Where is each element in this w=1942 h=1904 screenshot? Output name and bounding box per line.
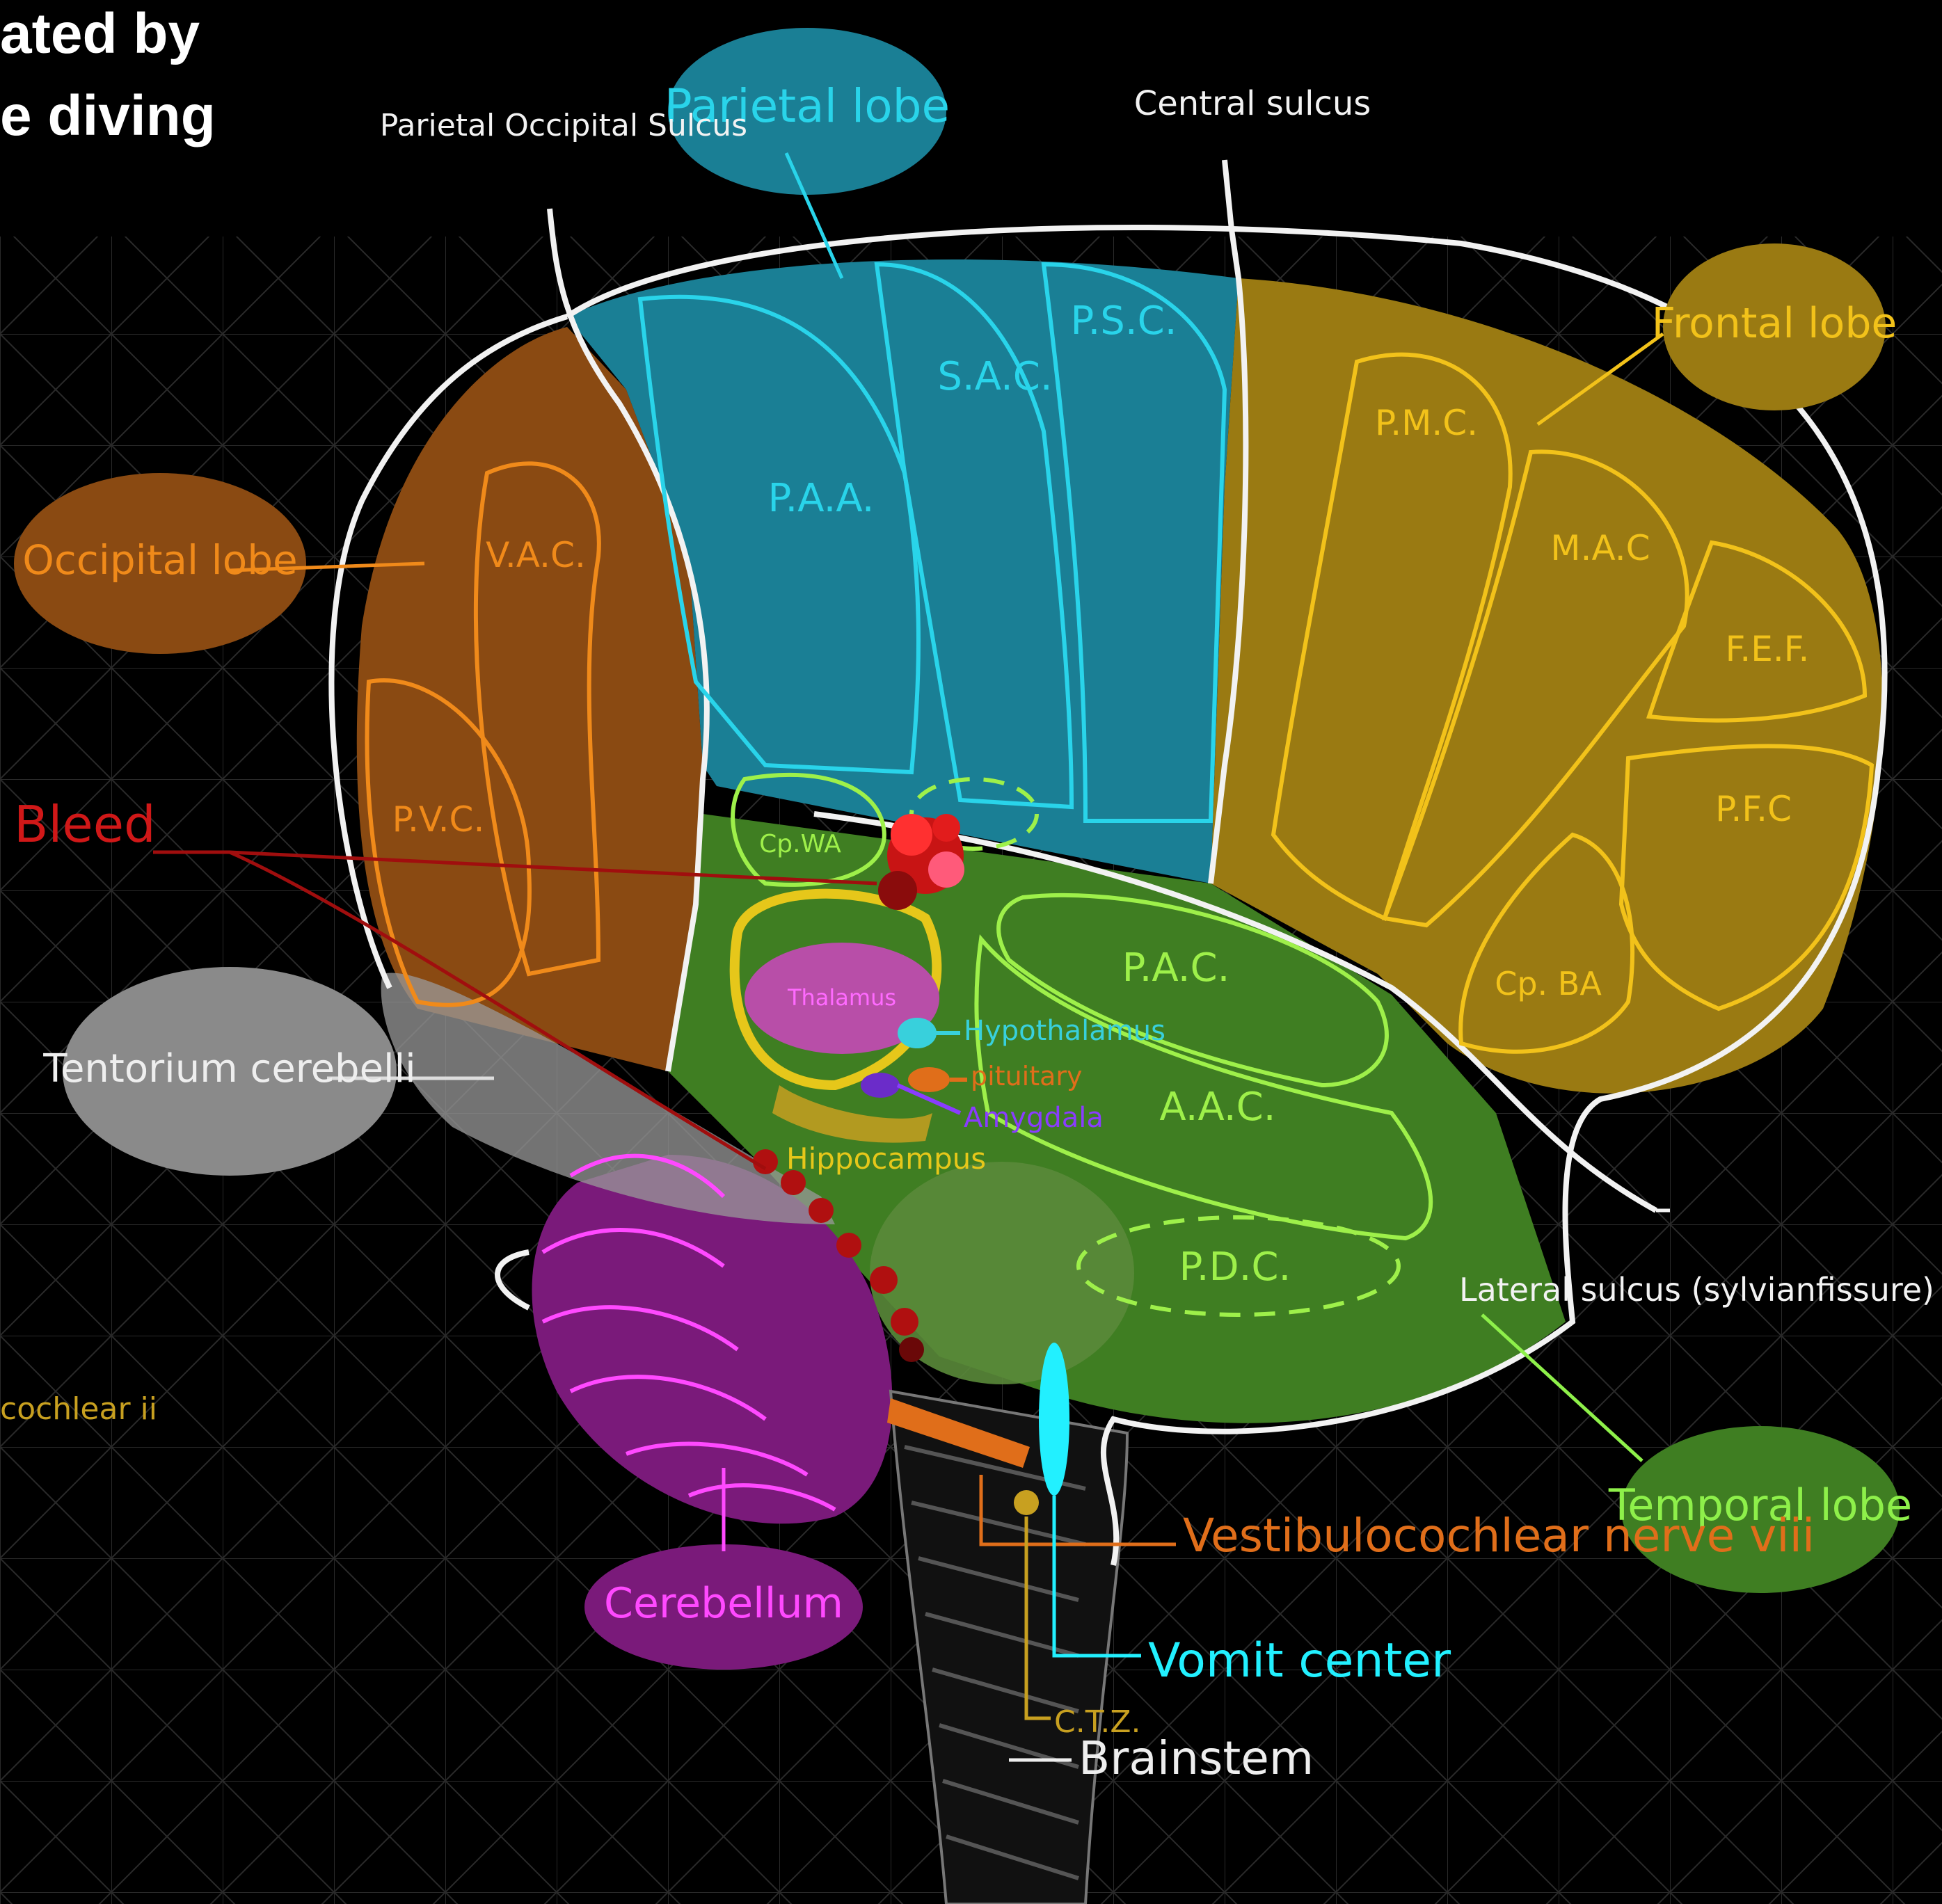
amygdala-label: Amygdala — [964, 1102, 1104, 1134]
parieto-occipital-sulcus-label: Parietal Occipital Sulcus — [380, 108, 747, 143]
vomit-center-structure — [1039, 1343, 1069, 1496]
fef-label: F.E.F. — [1726, 629, 1810, 669]
hypothalamus — [898, 1018, 937, 1048]
sac-label: S.A.C. — [937, 354, 1052, 399]
header-line-2: e diving — [0, 88, 216, 145]
cpba-label: Cp. BA — [1495, 965, 1602, 1002]
header-line-1: ated by — [0, 6, 200, 63]
tentorium-label: Tentorium cerebelli — [42, 1046, 415, 1091]
thalamus-label: Thalamus — [787, 984, 896, 1011]
pac-label: P.A.C. — [1122, 945, 1230, 991]
amygdala — [861, 1073, 900, 1098]
vac-label: V.A.C. — [486, 535, 586, 575]
pdc-label: P.D.C. — [1179, 1245, 1291, 1290]
paa-label: P.A.A. — [767, 476, 874, 521]
pvc-label: P.V.C. — [392, 799, 485, 840]
vomit-center-label: Vomit center — [1148, 1633, 1451, 1688]
ctz-structure — [1014, 1490, 1039, 1515]
cpwa-label: Cp.WA — [759, 830, 841, 858]
mac-label: M.A.C — [1550, 528, 1650, 568]
pmc-label: P.M.C. — [1375, 403, 1478, 443]
occipital-lobe-label: Occipital lobe — [22, 536, 297, 584]
cerebellum-label: Cerebellum — [604, 1579, 843, 1628]
lateral-sulcus-label: Lateral sulcus (sylvianfissure) — [1459, 1271, 1934, 1309]
pituitary — [908, 1067, 950, 1092]
aac-label: A.A.C. — [1159, 1085, 1275, 1130]
pituitary-label: pituitary — [971, 1061, 1083, 1091]
cut-off-cochlear-label: cochlear ii — [0, 1391, 157, 1427]
bleed-label: Bleed — [14, 795, 156, 854]
vestibulocochlear-label: Vestibulocochlear nerve viii — [1183, 1509, 1815, 1562]
hypothalamus-label: Hypothalamus — [964, 1015, 1165, 1047]
frontal-lobe-label: Frontal lobe — [1652, 299, 1897, 348]
psc-label: P.S.C. — [1070, 298, 1177, 344]
pfc-label: P.F.C — [1715, 789, 1792, 829]
brainstem-label: Brainstem — [1079, 1731, 1314, 1785]
central-sulcus-label: Central sulcus — [1134, 84, 1371, 123]
hippocampus-label: Hippocampus — [786, 1142, 986, 1176]
